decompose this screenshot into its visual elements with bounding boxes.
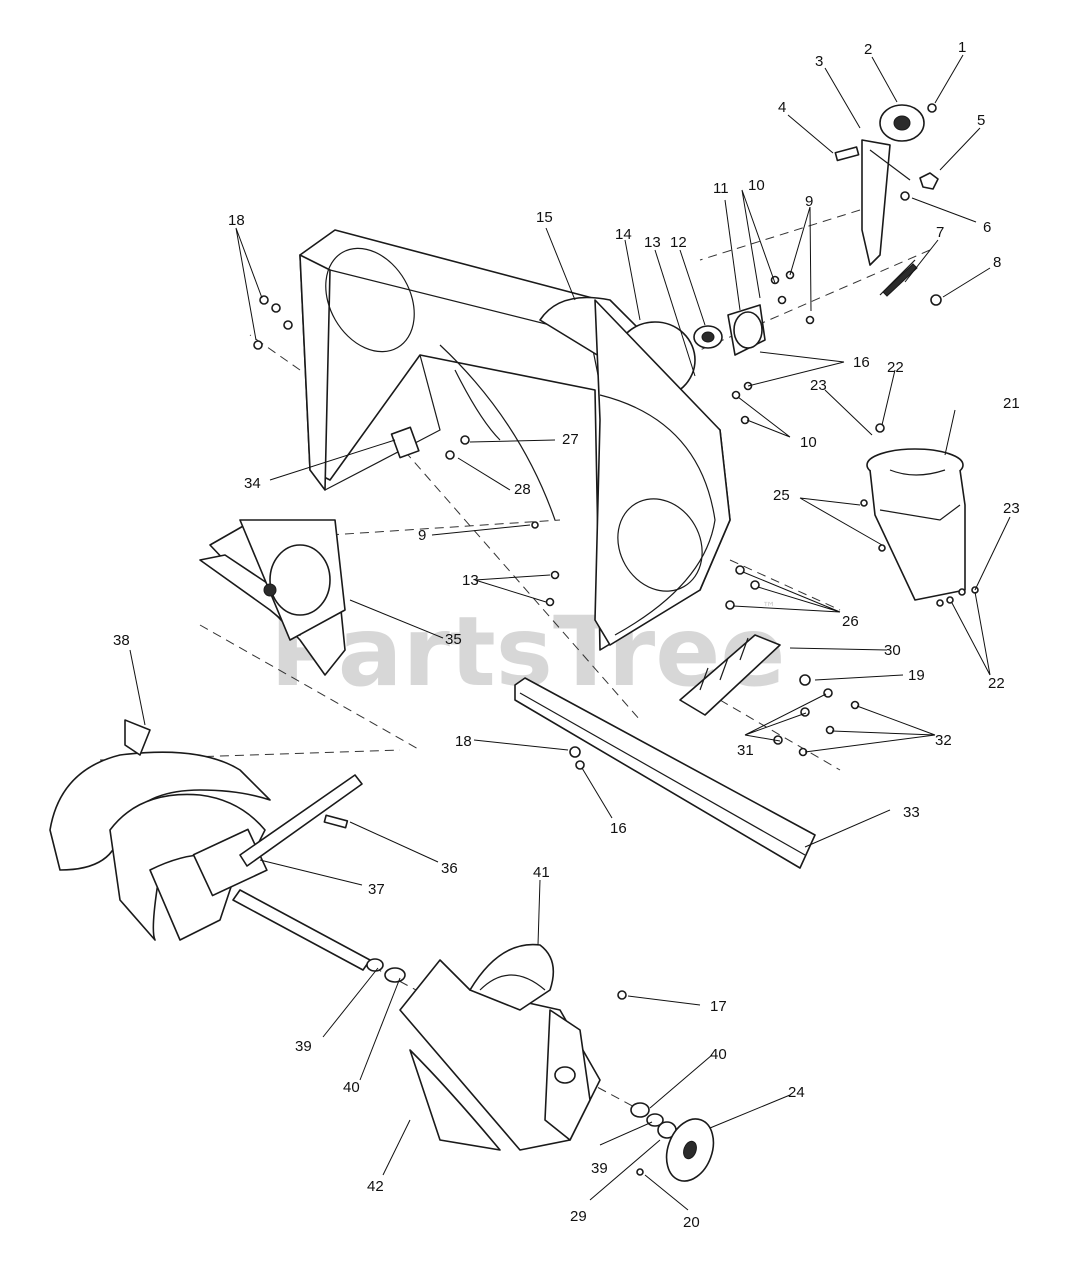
- callout-23-right: 23: [1003, 500, 1020, 517]
- callout-13-top: 13: [644, 234, 661, 251]
- bearing-flange: [693, 304, 766, 356]
- callout-23-top: 23: [810, 377, 827, 394]
- callout-4: 4: [778, 99, 786, 116]
- skid-bar: [514, 677, 816, 869]
- impeller: [199, 519, 346, 676]
- end-bearing: [630, 1102, 715, 1182]
- callout-30: 30: [884, 642, 901, 659]
- callout-18-top: 18: [228, 212, 245, 229]
- idler-bracket-assembly: [834, 103, 942, 306]
- callout-27: 27: [562, 431, 579, 448]
- callout-40-left: 40: [343, 1079, 360, 1096]
- auger-housing: [299, 229, 731, 651]
- shave-plate: [679, 634, 781, 716]
- callout-42: 42: [367, 1178, 384, 1195]
- callout-22-bottom: 22: [988, 675, 1005, 692]
- callout-24: 24: [788, 1084, 805, 1101]
- callout-12: 12: [670, 234, 687, 251]
- callout-35: 35: [445, 631, 462, 648]
- callout-32: 32: [935, 732, 952, 749]
- callout-18-mid: 18: [455, 733, 472, 750]
- callout-16-top: 16: [853, 354, 870, 371]
- callout-34: 34: [244, 475, 261, 492]
- auger-shaft: [232, 774, 406, 983]
- callout-9-top: 9: [805, 193, 813, 210]
- callout-2: 2: [864, 41, 872, 58]
- callout-19: 19: [908, 667, 925, 684]
- callout-10-top: 10: [748, 177, 765, 194]
- callout-7: 7: [936, 224, 944, 241]
- callout-41: 41: [533, 864, 550, 881]
- left-auger: [49, 719, 271, 941]
- callout-39-right: 39: [591, 1160, 608, 1177]
- callout-20: 20: [683, 1214, 700, 1231]
- callout-22-top: 22: [887, 359, 904, 376]
- callout-28: 28: [514, 481, 531, 498]
- callout-38: 38: [113, 632, 130, 649]
- right-auger: [399, 943, 601, 1151]
- callout-15: 15: [536, 209, 553, 226]
- callout-36: 36: [441, 860, 458, 877]
- chute-base: [866, 448, 966, 601]
- callout-25: 25: [773, 487, 790, 504]
- callout-13-mid: 13: [462, 572, 479, 589]
- callout-21: 21: [1003, 395, 1020, 412]
- callout-9-mid: 9: [418, 527, 426, 544]
- callout-33: 33: [903, 804, 920, 821]
- callout-8: 8: [993, 254, 1001, 271]
- callout-11: 11: [713, 180, 729, 197]
- callout-26: 26: [842, 613, 859, 630]
- leader-lines: [129, 54, 1011, 1211]
- callout-10-mid: 10: [800, 434, 817, 451]
- callout-1: 1: [958, 39, 966, 56]
- callout-39-left: 39: [295, 1038, 312, 1055]
- callout-5: 5: [977, 112, 985, 129]
- callout-31: 31: [737, 742, 754, 759]
- callout-3: 3: [815, 53, 823, 70]
- callout-17: 17: [710, 998, 727, 1015]
- callout-40-right: 40: [710, 1046, 727, 1063]
- callout-labels: 1 2 3 4 5 6 7 8 9 9 10 10 11 12 13 13 14…: [113, 39, 1020, 1231]
- callout-29: 29: [570, 1208, 587, 1225]
- callout-6: 6: [983, 219, 991, 236]
- callout-14: 14: [615, 226, 632, 243]
- callout-16-bottom: 16: [610, 820, 627, 837]
- callout-37: 37: [368, 881, 385, 898]
